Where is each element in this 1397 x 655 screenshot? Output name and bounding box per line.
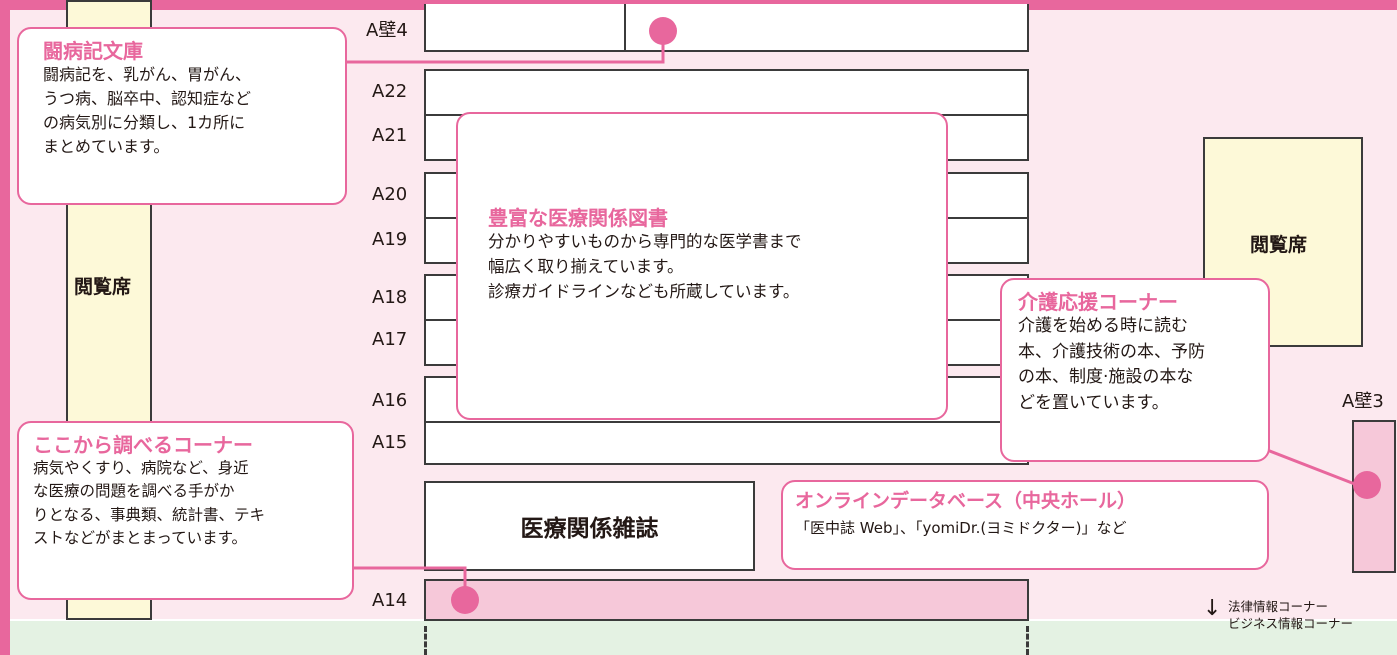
corridor-area xyxy=(10,620,1397,655)
reading-seats-right[interactable] xyxy=(1203,137,1363,347)
reading-seats-left-label: 閲覧席 xyxy=(74,276,132,298)
callout-research-corner-body: 病気やくすり、病院など、身近 な医療の問題を調べる手がか りとなる、事典類、統計… xyxy=(33,459,266,547)
shelf-label-a18: A18 xyxy=(372,287,408,308)
callout-research-corner[interactable]: ここから調べるコーナー 病気やくすり、病院など、身近 な医療の問題を調べる手がか… xyxy=(17,421,354,600)
floor-frame-left xyxy=(0,0,10,655)
callout-toubyouki-title: 闘病記文庫 xyxy=(43,39,143,63)
callout-toubyouki-body: 闘病記を、乳がん、胃がん、 うつ病、脳卒中、認知症など の病気別に分類し、1カ所… xyxy=(43,65,252,156)
callout-medical-books-body: 分かりやすいものから専門的な医学書まで 幅広く取り揃えています。 診療ガイドライ… xyxy=(488,232,802,301)
direction-law-corner[interactable]: 法律情報コーナー xyxy=(1228,599,1329,614)
shelf-label-a22: A22 xyxy=(372,81,408,102)
location-dot-care[interactable] xyxy=(1353,471,1381,499)
callout-online-database-body: 「医中誌 Web」、「yomiDr.(ヨミドクター)」など xyxy=(795,518,1127,537)
callout-care-corner-title: 介護応援コーナー xyxy=(1018,290,1178,314)
location-dot-research[interactable] xyxy=(451,586,479,614)
shelf-label-a21: A21 xyxy=(372,125,408,146)
medical-magazines-shelf[interactable]: 医療関係雑誌 xyxy=(424,481,755,571)
shelf-a-wall4-left[interactable] xyxy=(424,4,626,52)
corridor-dashed-line-right xyxy=(1026,626,1029,655)
corridor-dashed-line-left xyxy=(424,626,427,655)
shelf-a14[interactable] xyxy=(424,579,1029,621)
callout-toubyouki[interactable]: 闘病記文庫 闘病記を、乳がん、胃がん、 うつ病、脳卒中、認知症など の病気別に分… xyxy=(17,27,347,205)
shelf-label-a16: A16 xyxy=(372,390,408,411)
callout-research-corner-title: ここから調べるコーナー xyxy=(33,433,253,457)
shelf-a15[interactable] xyxy=(424,421,1029,465)
shelf-label-a-wall3: A壁3 xyxy=(1342,391,1384,412)
callout-care-corner[interactable]: 介護応援コーナー 介護を始める時に読む 本、介護技術の本、予防 の本、制度·施設… xyxy=(1000,278,1270,462)
callout-online-database[interactable]: オンラインデータベース（中央ホール） 「医中誌 Web」、「yomiDr.(ヨミ… xyxy=(781,480,1269,570)
shelf-label-a17: A17 xyxy=(372,329,408,350)
shelf-label-a20: A20 xyxy=(372,184,408,205)
direction-arrow-down-icon: ↓ xyxy=(1203,596,1222,621)
shelf-label-a-wall4: A壁4 xyxy=(366,20,408,41)
callout-care-corner-body: 介護を始める時に読む 本、介護技術の本、予防 の本、制度·施設の本な どを置いて… xyxy=(1018,316,1205,413)
callout-medical-books[interactable]: 豊富な医療関係図書 分かりやすいものから専門的な医学書まで 幅広く取り揃えていま… xyxy=(456,112,948,420)
shelf-label-a14: A14 xyxy=(372,590,408,611)
direction-business-corner[interactable]: ビジネス情報コーナー xyxy=(1228,615,1354,631)
reading-seats-right-label: 閲覧席 xyxy=(1250,234,1308,256)
location-dot-toubyouki[interactable] xyxy=(649,17,677,45)
medical-magazines-label: 医療関係雑誌 xyxy=(520,516,659,542)
shelf-a-wall4-right[interactable] xyxy=(624,4,1029,52)
callout-online-database-title: オンラインデータベース（中央ホール） xyxy=(795,490,1137,512)
shelf-label-a19: A19 xyxy=(372,229,408,250)
shelf-label-a15: A15 xyxy=(372,432,408,453)
callout-medical-books-title: 豊富な医療関係図書 xyxy=(488,206,668,230)
directions-block[interactable]: 法律情報コーナー ビジネス情報コーナー xyxy=(1228,599,1353,633)
